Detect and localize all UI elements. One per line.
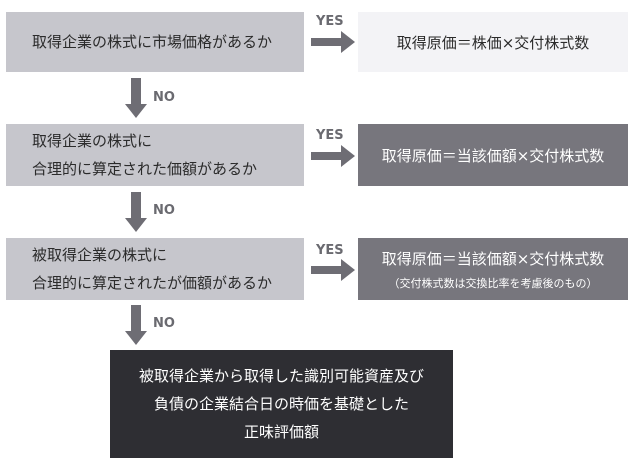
final-line-1: 被取得企業から取得した識別可能資産及び	[138, 367, 424, 385]
yes-arrow-1	[311, 31, 355, 53]
result-3-note: （交付株式数は交換比率を考慮後のもの）	[388, 276, 598, 290]
result-3-text: 取得原価＝当該価額×交付株式数	[381, 249, 605, 268]
yes-arrow-3	[311, 259, 355, 281]
no-label-1: NO	[153, 90, 175, 105]
result-box-1: 取得原価＝株価×交付株式数	[358, 12, 628, 72]
yes-label-1: YES	[316, 14, 344, 29]
final-line-2: 負債の企業結合日の時価を基礎とした	[153, 395, 409, 413]
question-box-1: 取得企業の株式に市場価格があるか	[6, 12, 304, 72]
no-arrow-3	[125, 305, 147, 345]
question-box-3: 被取得企業の株式に 合理的に算定されたが価額があるか	[6, 238, 304, 300]
no-label-3: NO	[153, 316, 175, 331]
final-line-3: 正味評価額	[243, 423, 319, 441]
question-2-line-1: 取得企業の株式に	[32, 132, 153, 150]
result-1-text: 取得原価＝株価×交付株式数	[396, 33, 590, 52]
yes-arrow-2	[311, 145, 355, 167]
no-arrow-1	[125, 78, 147, 118]
result-2-text: 取得原価＝当該価額×交付株式数	[381, 146, 605, 165]
question-1-line-1: 取得企業の株式に市場価格があるか	[32, 33, 273, 51]
result-box-3: 取得原価＝当該価額×交付株式数 （交付株式数は交換比率を考慮後のもの）	[358, 238, 628, 300]
question-box-2: 取得企業の株式に 合理的に算定された価額があるか	[6, 124, 304, 186]
question-3-line-2: 合理的に算定されたが価額があるか	[32, 274, 273, 292]
question-2-line-2: 合理的に算定された価額があるか	[32, 160, 258, 178]
result-box-2: 取得原価＝当該価額×交付株式数	[358, 124, 628, 186]
yes-label-3: YES	[316, 243, 344, 258]
question-3-line-1: 被取得企業の株式に	[32, 246, 168, 264]
yes-label-2: YES	[316, 128, 344, 143]
no-label-2: NO	[153, 203, 175, 218]
final-box: 被取得企業から取得した識別可能資産及び 負債の企業結合日の時価を基礎とした 正味…	[110, 350, 453, 458]
no-arrow-2	[125, 192, 147, 232]
